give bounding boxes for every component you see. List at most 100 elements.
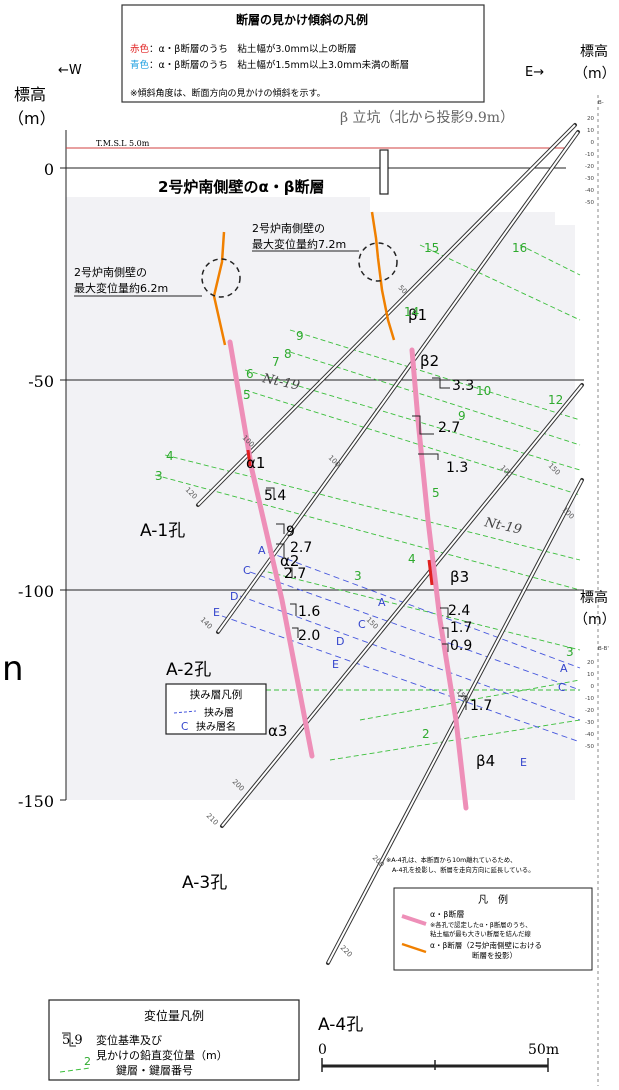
- pink-faults: [227, 339, 469, 811]
- svg-text:E: E: [332, 658, 339, 671]
- svg-text:3: 3: [155, 469, 163, 483]
- shaft-icon: [379, 149, 389, 195]
- svg-text:α・β断層（2号炉南側壁における: α・β断層（2号炉南側壁における: [430, 940, 542, 950]
- svg-text:※A-4孔は、本断面から10m離れているため、: ※A-4孔は、本断面から10m離れているため、: [386, 855, 516, 864]
- svg-text:15: 15: [424, 241, 439, 255]
- svg-text:C: C: [558, 681, 566, 694]
- svg-text:3: 3: [566, 645, 574, 659]
- wall-callout-circle-right: [358, 242, 398, 282]
- svg-text:B-: B-: [598, 100, 604, 106]
- elevation-label-left: 標高: [14, 85, 46, 104]
- svg-text:5.9: 5.9: [62, 1033, 83, 1048]
- svg-text:α2: α2: [280, 552, 299, 570]
- svg-text:変位基準及び: 変位基準及び: [96, 1033, 162, 1047]
- interbeds: [221, 551, 581, 743]
- svg-text:A-3孔: A-3孔: [182, 873, 227, 893]
- svg-text:2号炉南側壁の: 2号炉南側壁の: [74, 265, 147, 279]
- svg-text:挟み層凡例: 挟み層凡例: [190, 688, 243, 701]
- svg-text:4: 4: [166, 449, 174, 463]
- displacement-brackets: [266, 377, 467, 710]
- y-tick-neg150: -150: [18, 792, 54, 811]
- svg-text:2.7: 2.7: [284, 566, 306, 582]
- svg-text:16: 16: [512, 241, 527, 255]
- interbed-labels: A C D E A C D E A C E: [213, 544, 568, 769]
- svg-text:D: D: [230, 590, 238, 603]
- svg-text:最大変位量約7.2m: 最大変位量約7.2m: [252, 237, 346, 251]
- wall-callout-circle-left: [201, 258, 241, 298]
- svg-text:A-4孔を投影し、断層を走向方向に延長している。: A-4孔を投影し、断層を走向方向に延長している。: [392, 865, 535, 874]
- displacement-values: 3.3 2.7 1.3 5.4 9 2.7 2.7 1.6 2.0 2.4 1.…: [264, 378, 492, 714]
- dip-legend-box: 断層の見かけ傾斜の凡例 赤色：α・β断層のうち 粘土幅が3.0mm以上の断層 青…: [121, 4, 485, 103]
- svg-text:2.7: 2.7: [290, 540, 312, 556]
- west-arrow: ←W: [58, 63, 82, 78]
- svg-text:A: A: [378, 596, 386, 609]
- callout-right: 2号炉南側壁の 最大変位量約7.2m: [252, 221, 359, 252]
- svg-text:1.6: 1.6: [298, 604, 320, 620]
- svg-text:20: 20: [587, 116, 594, 122]
- svg-text:-50: -50: [585, 200, 594, 206]
- svg-text:-10: -10: [585, 152, 594, 158]
- y-tick-neg50: -50: [28, 372, 54, 391]
- elevation-label-right-mid: 標高: [580, 589, 608, 606]
- elevation-unit-right-top: （m）: [574, 66, 616, 82]
- svg-text:7: 7: [272, 355, 280, 369]
- y-tick-neg100: -100: [18, 582, 54, 601]
- svg-text:-50: -50: [585, 744, 594, 750]
- svg-text:2: 2: [422, 727, 430, 741]
- svg-text:9: 9: [286, 524, 295, 540]
- svg-text:5: 5: [243, 388, 251, 402]
- svg-text:挟み層: 挟み層: [204, 706, 234, 719]
- svg-text:A: A: [258, 544, 266, 557]
- svg-text:2.0: 2.0: [298, 628, 320, 644]
- svg-text:3.3: 3.3: [452, 378, 474, 394]
- fault-legend: 凡 例 α・β断層 ※各孔で認定したα・β断層のうち、 粘土幅が最も大きい断層を…: [393, 887, 593, 971]
- svg-text:0: 0: [591, 140, 595, 146]
- y-axis: 0 -50 -100 -150: [18, 130, 67, 811]
- svg-text:-20: -20: [585, 164, 594, 170]
- svg-text:A-2孔: A-2孔: [166, 660, 211, 680]
- svg-text:青色：α・β断層のうち 粘土幅が1.5mm以上3.0mm未満: 青色：α・β断層のうち 粘土幅が1.5mm以上3.0mm未満の断層: [130, 59, 409, 71]
- svg-text:E: E: [520, 756, 527, 769]
- svg-text:B-B': B-B': [598, 646, 609, 652]
- svg-text:-30: -30: [585, 176, 594, 182]
- svg-text:8: 8: [284, 347, 292, 361]
- svg-text:0: 0: [591, 684, 595, 690]
- svg-text:12: 12: [548, 393, 563, 407]
- svg-text:α1: α1: [246, 454, 265, 472]
- svg-text:10: 10: [476, 384, 491, 398]
- shaft-label: β 立坑（北から投影9.9m）: [340, 110, 514, 126]
- svg-text:挟み層名: 挟み層名: [196, 720, 236, 733]
- svg-text:β4: β4: [476, 752, 495, 770]
- displacement-legend: 変位量凡例 5.9 変位基準及び 見かけの鉛直変位量（m） 2 鍵層・鍵層番号: [48, 999, 300, 1081]
- svg-text:赤色：α・β断層のうち 粘土幅が3.0mm以上の断層: 赤色：α・β断層のうち 粘土幅が3.0mm以上の断層: [130, 43, 356, 55]
- svg-text:β3: β3: [450, 568, 469, 586]
- svg-text:変位量凡例: 変位量凡例: [144, 1008, 204, 1023]
- svg-text:-30: -30: [585, 720, 594, 726]
- svg-text:50: 50: [397, 284, 409, 296]
- svg-text:E: E: [213, 606, 220, 619]
- red-text: ：α・β断層のうち 粘土幅が3.0mm以上の断層: [149, 43, 356, 55]
- svg-text:α・β断層: α・β断層: [430, 909, 464, 919]
- svg-text:鍵層・鍵層番号: 鍵層・鍵層番号: [116, 1063, 193, 1077]
- svg-text:最大変位量約6.2m: 最大変位量約6.2m: [74, 281, 168, 295]
- key-beds: [154, 244, 581, 761]
- svg-text:1.3: 1.3: [446, 460, 468, 476]
- orange-faults: [212, 211, 396, 346]
- red-fault-segments: [246, 449, 434, 586]
- svg-text:20: 20: [587, 660, 594, 666]
- svg-text:1.7: 1.7: [470, 698, 492, 714]
- y-tick-0: 0: [44, 160, 54, 179]
- east-arrow: E→: [525, 65, 544, 80]
- elevation-label-right-top: 標高: [580, 43, 608, 60]
- main-title: 2号炉南側壁のα・β断層: [158, 178, 324, 196]
- svg-text:-40: -40: [585, 732, 594, 738]
- svg-text:9: 9: [296, 329, 304, 343]
- svg-text:6: 6: [246, 367, 254, 381]
- svg-text:2.7: 2.7: [438, 420, 460, 436]
- svg-text:A: A: [560, 662, 568, 675]
- dip-legend-title: 断層の見かけ傾斜の凡例: [236, 12, 368, 27]
- svg-text:1.7: 1.7: [450, 620, 472, 636]
- svg-text:※各孔で認定したα・β断層のうち、: ※各孔で認定したα・β断層のうち、: [430, 920, 532, 929]
- svg-text:2号炉南側壁の: 2号炉南側壁の: [252, 221, 325, 235]
- svg-text:β1: β1: [408, 306, 427, 324]
